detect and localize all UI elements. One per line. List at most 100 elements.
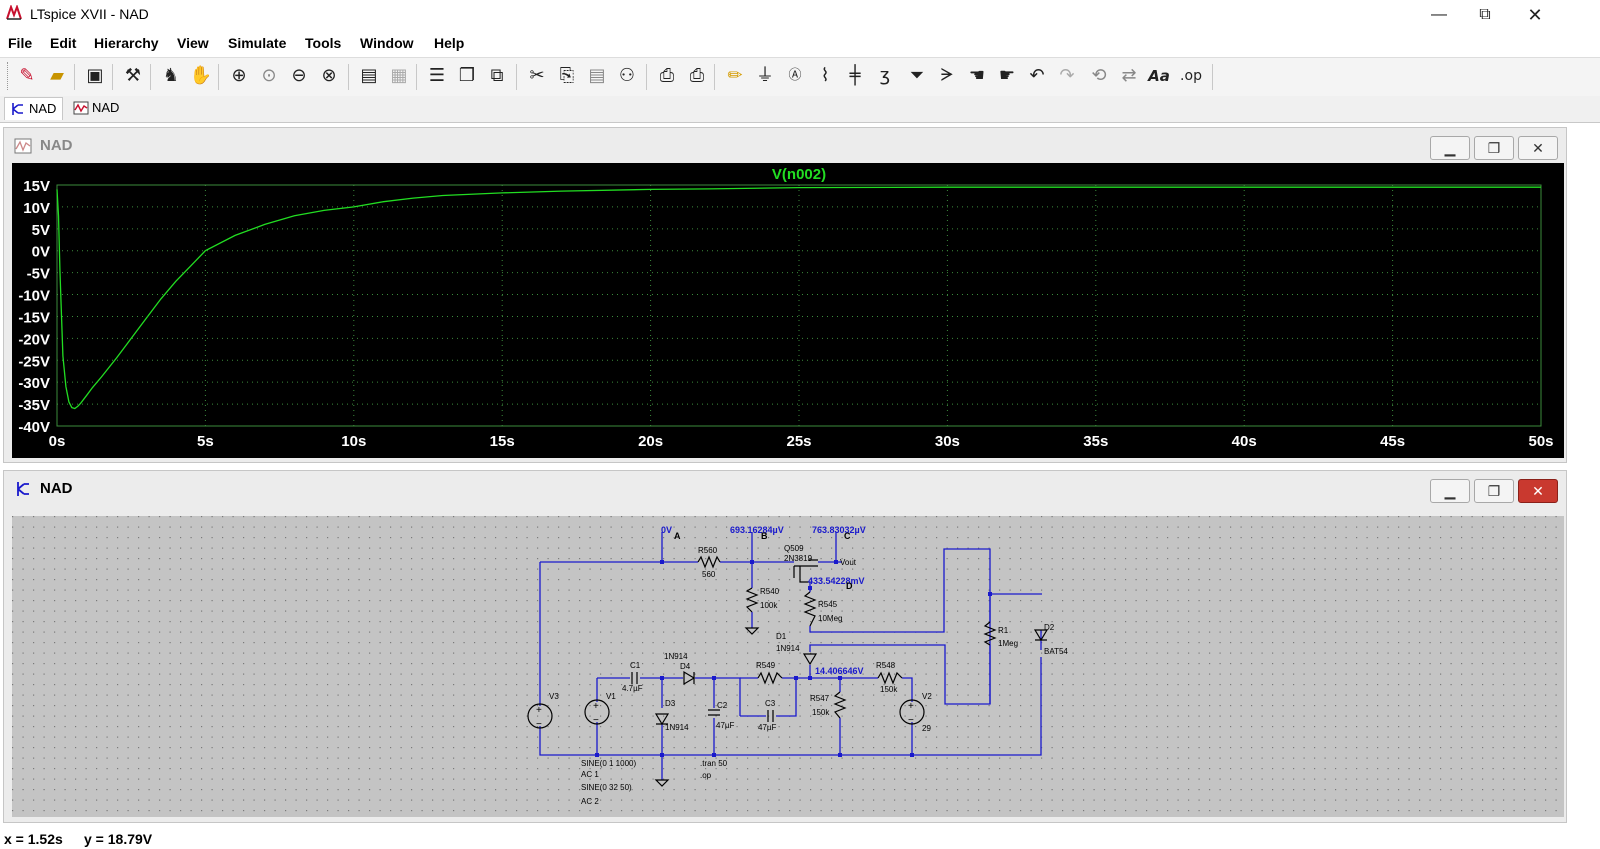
inductor-icon[interactable]: ʒ [879,65,891,86]
drag-icon[interactable]: ☛ [998,65,1016,86]
halt-icon[interactable]: ✋ [189,65,213,86]
resistor-symbol [697,555,721,569]
waveform-icon [73,101,89,115]
y-tick-label: -15V [18,309,50,326]
c1-name: C1 [630,661,641,670]
cut-icon[interactable]: ✂ [529,65,545,86]
op-directive[interactable]: .op [700,771,712,780]
redo-icon[interactable]: ↷ [1059,65,1075,86]
schematic-canvas[interactable]: +− +− +− 0V A 693.16284µV B 763.83032µV … [12,516,1564,817]
y-tick-label: 5V [32,222,50,239]
schematic-minimize-button[interactable]: ▁ [1430,479,1470,503]
grid-icon[interactable]: ▦ [390,65,408,86]
run-icon[interactable]: ♞ [162,65,180,86]
toolbar-separator [646,64,647,90]
zoom-fit-icon[interactable]: ⊗ [321,65,337,86]
jfet-symbol [793,559,818,583]
undo-icon[interactable]: ↶ [1029,65,1045,86]
schematic-close-button[interactable]: ✕ [1518,479,1558,503]
c2-value: 47µF [716,721,735,730]
print-preview-icon[interactable]: ⎙ [659,65,675,86]
junctions [595,560,992,757]
new-schematic-icon[interactable]: ✎ [19,65,35,86]
menu-window[interactable]: Window [360,35,414,51]
d2-model: BAT54 [1044,647,1068,656]
tran-directive[interactable]: .tran 50 [700,759,728,768]
status-bar: x = 1.52s y = 18.79V [0,829,1600,849]
menu-file[interactable]: File [8,35,33,51]
zoom-area-icon[interactable]: ⊙ [261,65,277,86]
ground-icon[interactable]: ⏚ [756,65,774,86]
menu-edit[interactable]: Edit [50,35,77,51]
component-icon[interactable]: ᗒ [940,65,954,86]
zoom-out-icon[interactable]: ⊖ [291,65,307,86]
toolbar-separator [516,64,517,90]
toolbar-separator [714,64,715,90]
tile-vertical-icon[interactable]: ⧉ [490,65,504,86]
control-panel-icon[interactable]: ⚒ [124,65,142,86]
junction [808,586,812,590]
node-tag-b: B [761,531,768,541]
waveform-icon [14,138,32,154]
menu-help[interactable]: Help [434,35,465,51]
paste-icon[interactable]: ▤ [588,65,606,86]
schematic-restore-button[interactable]: ❐ [1474,479,1514,503]
r548-name: R548 [876,661,896,670]
title-bar: LTspice XVII - NAD — ⧉ ✕ [0,0,1600,30]
y-tick-label: 15V [23,178,50,195]
draw-wire-icon[interactable]: ✏ [727,65,743,86]
menu-hierarchy[interactable]: Hierarchy [94,35,159,51]
waveform-minimize-button[interactable]: ▁ [1430,136,1470,160]
junction [834,560,838,564]
ground-symbol [654,627,760,787]
diode-icon[interactable]: ⏷ [909,65,925,86]
minimize-button[interactable]: — [1431,6,1447,23]
diode-symbol [1033,629,1049,642]
menu-tools[interactable]: Tools [305,35,342,51]
text-icon[interactable]: Aa [1148,67,1170,85]
cascade-icon[interactable]: ❐ [458,65,476,86]
toolbar-grip[interactable] [7,62,10,90]
autorange-icon[interactable]: ▤ [360,65,378,86]
capacitor-icon[interactable]: ╪ [849,65,861,86]
find-icon[interactable]: ⚇ [618,65,636,86]
move-icon[interactable]: ☚ [968,65,986,86]
schematic-icon [17,482,29,496]
wire [902,677,913,702]
tile-horizontal-icon[interactable]: ☰ [428,65,446,86]
mirror-icon[interactable]: ⇄ [1121,65,1137,86]
maximize-button[interactable]: ⧉ [1479,6,1491,23]
tab-waveform[interactable]: NAD [68,97,125,119]
v3-name: V3 [549,692,559,701]
label-net-icon[interactable]: Ⓐ [788,68,802,83]
rotate-icon[interactable]: ⟲ [1091,65,1107,86]
save-icon[interactable]: ▣ [86,65,104,86]
resistor-icon[interactable]: ⌇ [820,65,830,86]
y-tick-label: -30V [18,375,50,392]
waveform-restore-button[interactable]: ❐ [1474,136,1514,160]
resistor-symbol [803,591,817,627]
waveform-window-titlebar[interactable]: NAD ▁ ❐ ✕ [4,128,1566,162]
d3-model: 1N914 [665,723,689,732]
close-button[interactable]: ✕ [1527,5,1543,25]
print-icon[interactable]: ⎙ [689,65,705,86]
junction [712,676,716,680]
zoom-in-icon[interactable]: ⊕ [231,65,247,86]
menu-view[interactable]: View [177,35,209,51]
schematic-window-titlebar[interactable]: NAD ▁ ❐ ✕ [4,471,1566,505]
menu-bar: File Edit Hierarchy View Simulate Tools … [0,31,1600,55]
copy-icon[interactable]: ⎘ [559,65,575,86]
cursor-y-readout: y = 18.79V [84,831,153,847]
menu-simulate[interactable]: Simulate [228,35,287,51]
trace-line [56,186,1541,410]
y-tick-label: -20V [18,331,50,348]
spice-directive-icon[interactable]: .op [1180,68,1202,84]
waveform-close-button[interactable]: ✕ [1518,136,1558,160]
open-icon[interactable]: ▰ [50,65,64,86]
waveform-window-title: NAD [40,137,73,154]
toolbar-separator [112,64,113,90]
tab-schematic[interactable]: NAD [4,97,64,120]
y-tick-label: 10V [23,200,50,217]
